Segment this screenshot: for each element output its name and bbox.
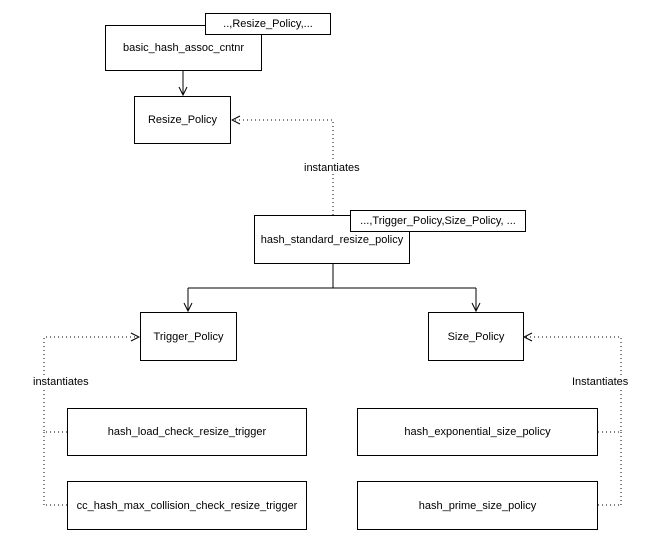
node-label: hash_exponential_size_policy	[404, 426, 551, 438]
node-size-policy: Size_Policy	[428, 312, 524, 361]
edge-label-trigger-instantiates: instantiates	[32, 376, 90, 388]
template-param-trigger-size: ...,Trigger_Policy,Size_Policy, ...	[350, 210, 526, 232]
template-param-label: ...,Trigger_Policy,Size_Policy, ...	[360, 215, 516, 227]
node-hash-standard-resize-policy: hash_standard_resize_policy	[254, 215, 410, 264]
edge-label-resize-instantiates: instantiates	[303, 162, 361, 174]
node-hash-load-check-resize-trigger: hash_load_check_resize_trigger	[67, 408, 307, 456]
node-resize-policy: Resize_Policy	[134, 96, 231, 144]
node-label: basic_hash_assoc_cntnr	[122, 42, 245, 54]
node-label: Trigger_Policy	[153, 330, 224, 343]
node-label: Size_Policy	[447, 330, 505, 343]
node-hash-exponential-size-policy: hash_exponential_size_policy	[357, 408, 598, 456]
node-trigger-policy: Trigger_Policy	[140, 312, 237, 361]
node-label: hash_load_check_resize_trigger	[107, 426, 267, 438]
template-param-resize: ..,Resize_Policy,...	[205, 13, 331, 35]
node-label: hash_standard_resize_policy	[260, 233, 404, 246]
edge-label-size-instantiates: Instantiates	[571, 376, 630, 388]
node-label: cc_hash_max_collision_check_resize_trigg…	[76, 499, 298, 512]
template-param-label: ..,Resize_Policy,...	[223, 18, 313, 30]
node-cc-hash-max-collision-check-resize-trigger: cc_hash_max_collision_check_resize_trigg…	[67, 481, 307, 530]
node-label: Resize_Policy	[147, 114, 218, 126]
node-label: hash_prime_size_policy	[418, 499, 537, 512]
node-hash-prime-size-policy: hash_prime_size_policy	[357, 481, 598, 530]
